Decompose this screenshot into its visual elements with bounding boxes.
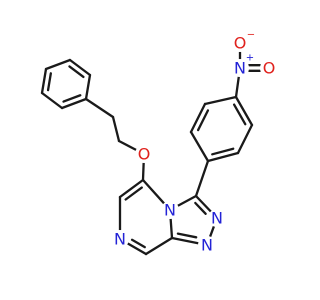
double-bond-inner xyxy=(176,232,198,239)
double-bond-outer xyxy=(194,194,212,213)
double-bond-inner xyxy=(232,103,247,126)
double-bond-inner xyxy=(46,72,52,92)
single-bond xyxy=(84,73,92,101)
triazole-nitrogen-1-label: N xyxy=(201,236,213,255)
single-bond xyxy=(169,217,174,240)
double-bond-outer xyxy=(68,58,92,77)
double-bond-inner xyxy=(196,109,210,132)
double-bond-outer xyxy=(40,67,48,95)
double-bond-outer xyxy=(126,242,148,256)
single-bond xyxy=(40,91,64,110)
single-bond xyxy=(176,194,198,207)
atom-label-layer: N + O − O O N N N N xyxy=(111,30,278,255)
double-bond-inner xyxy=(211,147,235,156)
double-bond-outer xyxy=(60,97,88,110)
double-bond-outer xyxy=(118,178,145,199)
double-bond-outer xyxy=(170,236,200,245)
nitro-nitrogen-label: N xyxy=(234,59,246,78)
single-bond xyxy=(141,178,166,205)
nitro-nitrogen-charge: + xyxy=(246,53,254,64)
single-bond xyxy=(208,225,216,238)
triazolopyrazine-nitrogens: N N N N xyxy=(111,201,226,255)
nitro-oxygen-right-label: O xyxy=(263,59,276,78)
double-bond-inner xyxy=(68,65,85,79)
pyrazine-nitrogen-label: N xyxy=(114,230,126,249)
single-bond xyxy=(111,115,121,143)
single-bond xyxy=(189,130,210,163)
single-bond xyxy=(44,58,72,71)
double-bond-inner xyxy=(130,238,146,249)
nitro-oxygen-top-charge: − xyxy=(247,30,255,41)
single-bond xyxy=(203,95,238,106)
double-bond-outer xyxy=(206,151,240,163)
triazole-nitrogen-2-label: N xyxy=(211,209,223,228)
double-bond-outer xyxy=(234,95,254,127)
single-bond xyxy=(236,123,254,155)
single-bond xyxy=(144,236,174,256)
single-bond xyxy=(141,161,145,182)
single-bond xyxy=(194,159,210,198)
ether-group: O xyxy=(135,145,153,164)
ether-oxygen-label: O xyxy=(138,145,151,164)
chemical-structure: N + O − O O N N N N xyxy=(40,29,278,256)
nitro-group: N + O − O xyxy=(231,30,278,78)
single-bond xyxy=(234,75,240,99)
single-bond xyxy=(84,97,115,119)
bond-layer xyxy=(40,50,262,256)
single-bond xyxy=(117,139,138,152)
nitro-oxygen-top-label: O xyxy=(234,34,247,53)
double-bond-outer xyxy=(189,102,207,134)
double-bond-inner xyxy=(62,94,82,103)
double-bond-inner xyxy=(194,201,207,215)
double-bond-inner xyxy=(124,186,143,201)
bridgehead-nitrogen-label: N xyxy=(164,201,176,220)
